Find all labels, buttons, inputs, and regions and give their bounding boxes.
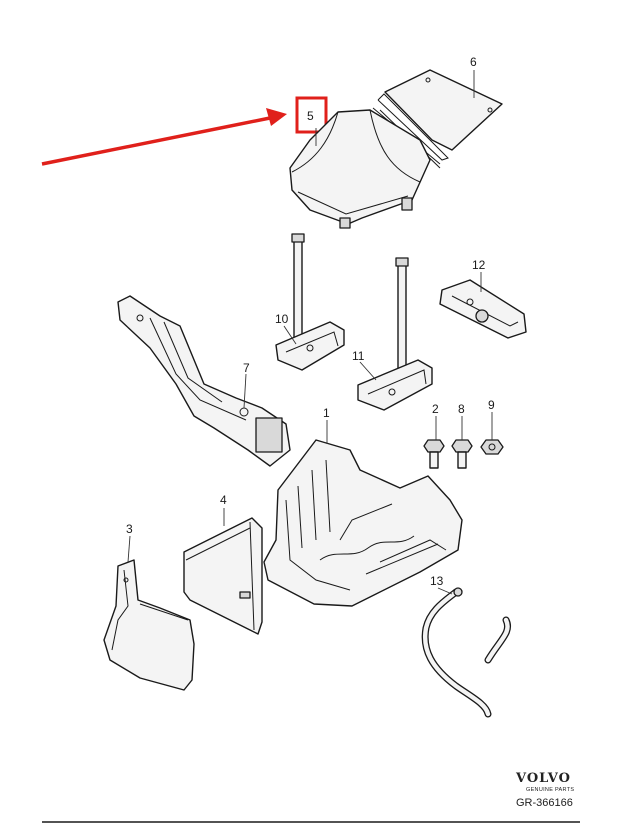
highlight-arrow xyxy=(41,108,287,166)
callout-7: 7 xyxy=(243,361,250,375)
callout-13: 13 xyxy=(430,574,444,588)
highlight-box xyxy=(295,96,328,134)
callout-3: 3 xyxy=(126,522,133,536)
callout-4: 4 xyxy=(220,493,227,507)
logo-subtitle: GENUINE PARTS xyxy=(526,787,574,793)
volvo-logo: VOLVO GENUINE PARTS xyxy=(515,771,574,793)
part-1-battery-tray xyxy=(263,439,463,607)
callout-9: 9 xyxy=(488,398,495,412)
part-10-hold-down-bracket xyxy=(275,233,345,371)
part-12-terminal-bracket xyxy=(439,279,527,339)
logo-brand: VOLVO xyxy=(515,771,571,786)
part-7-support-arm xyxy=(117,295,291,467)
callout-12: 12 xyxy=(472,258,486,272)
part-2-bolt xyxy=(423,439,445,469)
callout-5: 5 xyxy=(307,109,314,123)
callout-10: 10 xyxy=(275,312,289,326)
part-4-insulation-panel xyxy=(183,517,263,635)
part-6-cover-plate xyxy=(372,69,503,169)
callouts: 6 5 12 10 11 7 1 2 8 9 4 3 13 xyxy=(126,55,495,588)
leader-lines xyxy=(127,70,493,595)
part-5-battery-cover xyxy=(289,109,431,229)
callout-1: 1 xyxy=(323,406,330,420)
part-13-cable xyxy=(421,587,511,718)
part-8-bolt xyxy=(451,439,473,469)
callout-11: 11 xyxy=(352,349,365,363)
part-9-nut xyxy=(480,439,504,455)
callout-2: 2 xyxy=(432,402,439,416)
reference-number: GR-366166 xyxy=(516,797,573,809)
part-11-hold-down-bracket xyxy=(357,257,433,411)
part-3-side-shield xyxy=(103,559,195,691)
callout-6: 6 xyxy=(470,55,477,69)
callout-8: 8 xyxy=(458,402,465,416)
